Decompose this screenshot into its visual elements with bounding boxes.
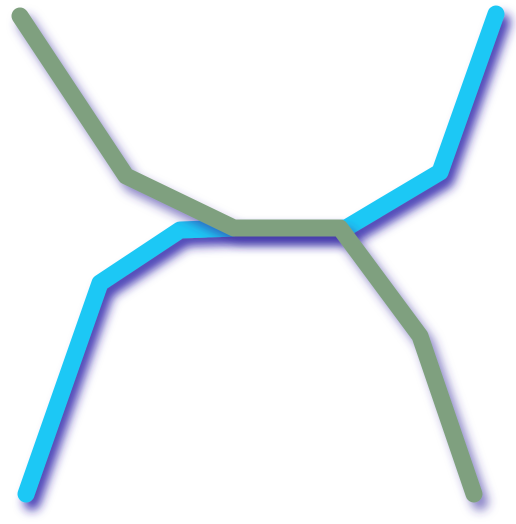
- green-path: [11, 7, 483, 503]
